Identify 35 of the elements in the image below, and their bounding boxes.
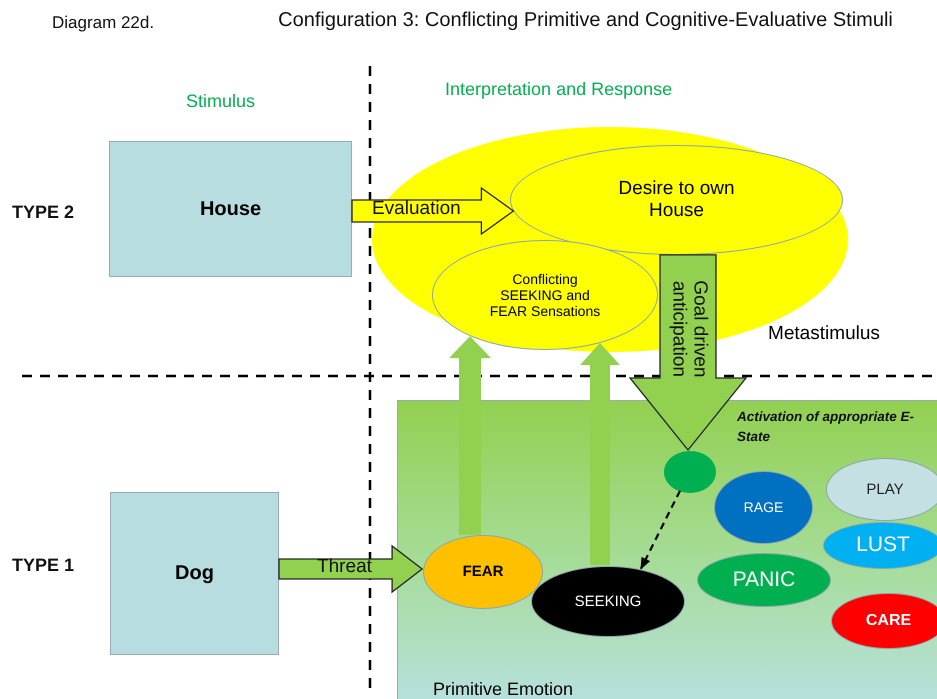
row-heading: TYPE 2 — [12, 202, 74, 223]
block-arrow — [449, 336, 491, 535]
node-label: Dog — [175, 562, 214, 585]
column-heading: Stimulus — [186, 91, 256, 112]
primitive-emotion-panel — [397, 400, 937, 699]
block-arrow — [278, 544, 424, 594]
stimulus-box — [110, 492, 279, 655]
node-label: Primitive Emotion — [433, 679, 574, 699]
column-heading: Interpretation and Response — [445, 79, 672, 100]
diagram-title: Configuration 3: Conflicting Primitive and Cognitive-Evaluative Stimuli — [278, 8, 893, 33]
node-label: House — [200, 198, 262, 220]
emotion-ellipse — [823, 522, 937, 569]
edge-label: Threat — [317, 557, 372, 578]
edge-label: Goal driven anticipation — [668, 279, 710, 380]
node-label: Desire to own House — [617, 178, 736, 222]
node-label: RAGE — [744, 499, 784, 516]
node-label: Conflicting SEEKING and FEAR Sensations — [488, 270, 602, 320]
edge-label: Evaluation — [372, 199, 461, 220]
annotation-text: Activation of appropriate E-State — [737, 408, 916, 446]
node-label: CARE — [866, 612, 912, 630]
node-label: SEEKING — [574, 592, 642, 610]
block-arrow — [580, 343, 620, 566]
stimulus-box — [109, 141, 352, 277]
diagram-number: Diagram 22d. — [52, 13, 154, 33]
node-label: LUST — [856, 533, 910, 558]
row-heading: TYPE 1 — [12, 555, 74, 576]
node-label: PLAY — [866, 480, 904, 498]
node-label: PANIC — [732, 568, 796, 592]
block-arrow — [351, 186, 515, 236]
state-circle — [664, 451, 716, 493]
node-label: Metastimulus — [768, 323, 880, 345]
node-label: FEAR — [462, 563, 504, 581]
block-arrow — [628, 254, 748, 452]
dashed-arrow — [640, 490, 681, 570]
emotion-ellipse — [831, 593, 937, 649]
